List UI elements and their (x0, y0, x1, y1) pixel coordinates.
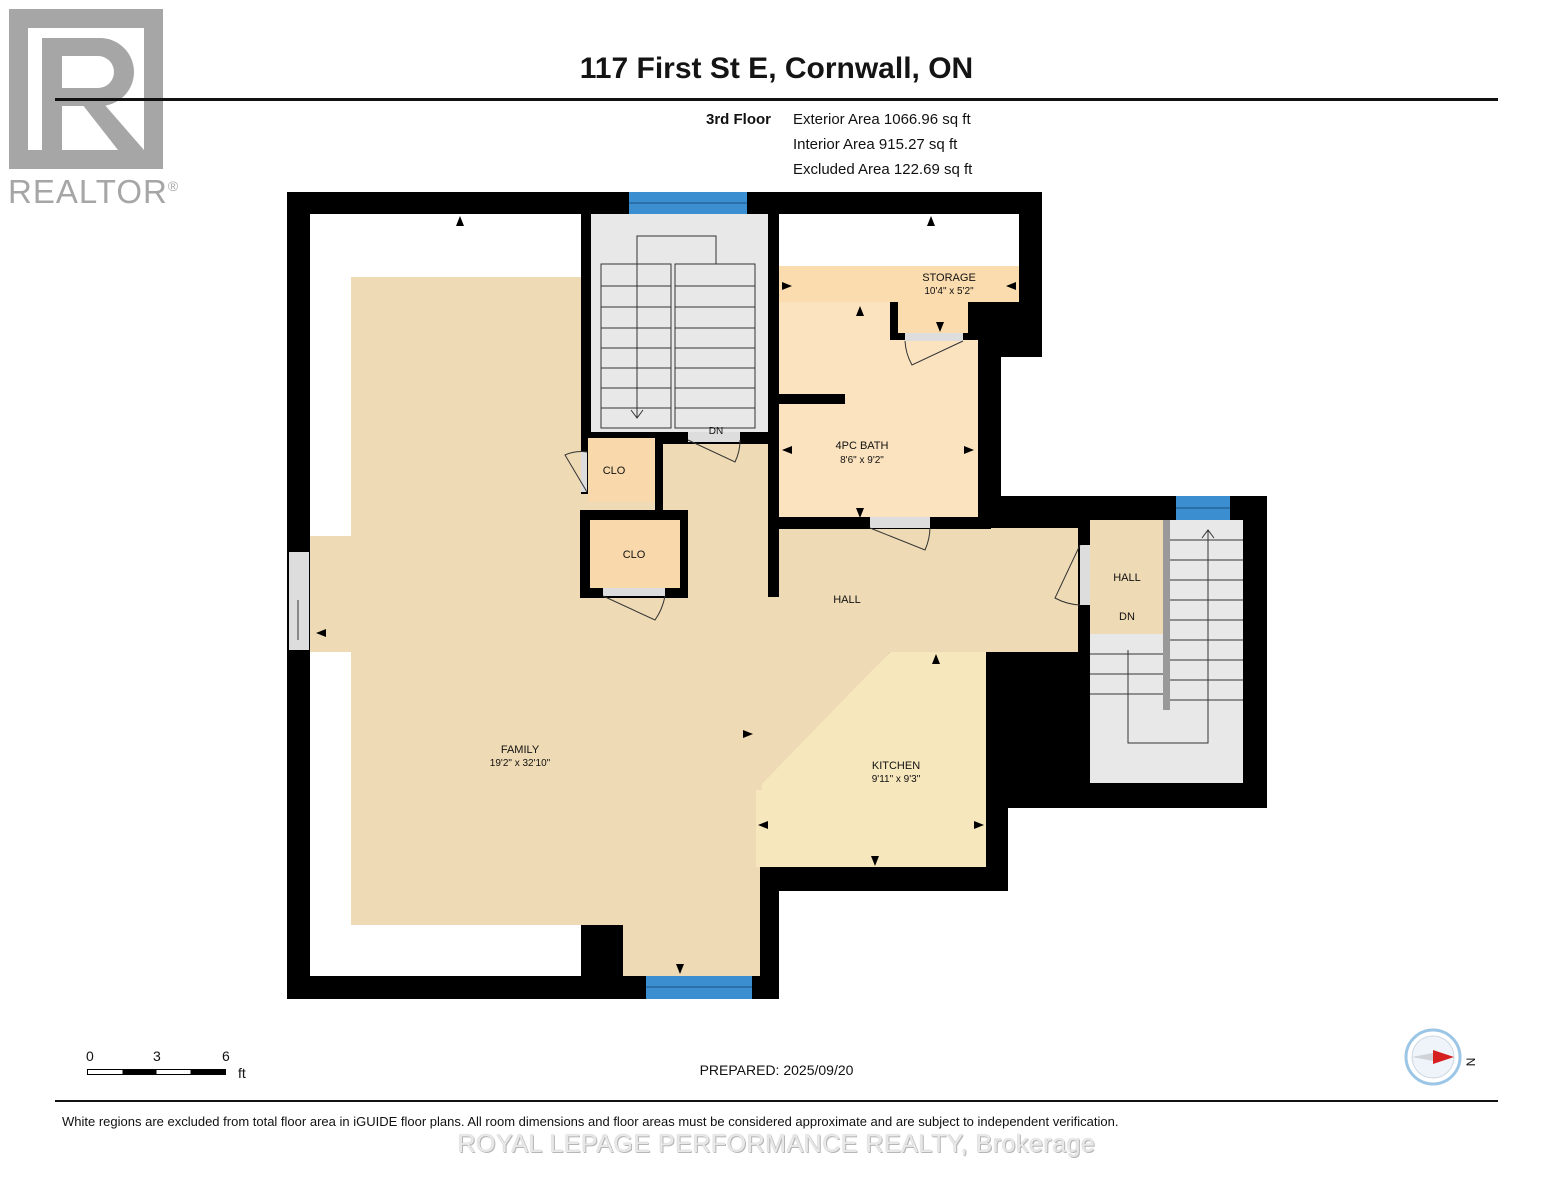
family-dims: 19'2" x 32'10" (490, 758, 551, 769)
realtor-wordmark: REALTOR (8, 173, 168, 210)
area-row: Excluded Area 122.69 sq ft (793, 161, 972, 178)
kitchen-label: KITCHEN (872, 760, 920, 772)
hall-label: HALL (833, 594, 861, 606)
doors (289, 333, 1090, 650)
closet-2-label: CLO (623, 549, 646, 561)
stairs-1 (591, 214, 768, 432)
closet-2 (590, 520, 680, 588)
scale-tick-label: 6 (222, 1048, 230, 1064)
realtor-r-logo-icon (9, 9, 163, 169)
bath-dims: 8'6" x 9'2" (840, 455, 884, 466)
north-label: N (1463, 1057, 1478, 1067)
family-label: FAMILY (501, 744, 540, 756)
page-title: 117 First St E, Cornwall, ON (579, 52, 974, 85)
storage-label: STORAGE (922, 272, 976, 284)
dimension-markers (316, 216, 1016, 974)
closet-1 (588, 438, 655, 502)
bath-label: 4PC BATH (836, 440, 889, 452)
scale-tick-label: 0 (86, 1048, 94, 1064)
storage-dims: 10'4" x 5'2" (924, 286, 974, 297)
area-row: Exterior Area 1066.96 sq ft (793, 111, 971, 128)
hall-area (760, 528, 1078, 790)
area-row: Interior Area 915.27 sq ft (793, 136, 957, 153)
stairs-2 (1090, 520, 1243, 783)
registered-mark: ® (167, 178, 180, 194)
windows (629, 192, 1230, 999)
title-rule (55, 98, 1498, 101)
footer-rule (55, 1100, 1498, 1102)
scale-tick-label: 3 (153, 1048, 161, 1064)
stairs-1-down-label: DN (709, 426, 723, 437)
disclaimer: White regions are excluded from total fl… (62, 1114, 1119, 1129)
compass: N (1404, 1028, 1480, 1086)
kitchen-room (756, 652, 986, 867)
compass-icon (1404, 1028, 1462, 1086)
realtor-logo: REALTOR® (8, 8, 180, 210)
area-value: 122.69 sq ft (893, 161, 973, 178)
scale-unit: ft (238, 1065, 246, 1081)
storage-room (779, 266, 1019, 333)
kitchen-dims: 9'11" x 9'3" (872, 774, 921, 785)
closet-1-label: CLO (603, 465, 626, 477)
bath-room (779, 302, 978, 517)
scale-bar: 0 3 6 ft (80, 1045, 280, 1090)
brokerage-watermark: ROYAL LEPAGE PERFORMANCE REALTY, Brokera… (457, 1130, 1096, 1158)
scale-bar-graphic (87, 1069, 226, 1075)
area-label: Interior Area (793, 136, 875, 153)
area-label: Exterior Area (793, 111, 880, 128)
floor-name: 3rd Floor (706, 111, 772, 128)
stairs-2-down-label: DN (1119, 611, 1135, 623)
prepared-date: PREPARED: 2025/09/20 (699, 1062, 854, 1078)
area-label: Excluded Area (793, 161, 890, 178)
hall-2-label: HALL (1113, 572, 1141, 584)
area-value: 915.27 sq ft (878, 136, 958, 153)
area-value: 1066.96 sq ft (883, 111, 971, 128)
